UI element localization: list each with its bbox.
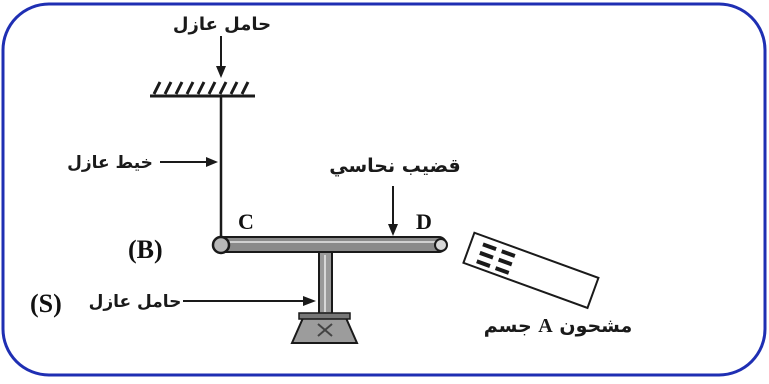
label-point-d: D — [416, 209, 432, 234]
label-charged-body-word1: جسم — [484, 315, 532, 337]
label-point-s: (S) — [30, 289, 62, 318]
label-charged-body: مشحون A جسم — [484, 315, 633, 337]
rod-end-c — [211, 235, 231, 255]
ceiling-support — [150, 81, 255, 98]
copper-rod — [211, 235, 448, 255]
label-point-b: (B) — [128, 235, 163, 264]
arrow-to-ceiling-support — [216, 36, 226, 78]
insulating-stand — [290, 251, 359, 344]
label-charged-body-word2: مشحون — [559, 315, 632, 337]
negative-charges — [476, 242, 516, 275]
label-insulating-thread: خيط عازل — [67, 153, 153, 173]
arrow-to-rod — [388, 186, 398, 236]
arrow-to-thread — [160, 157, 218, 167]
label-copper-rod: قضيب نحاسي — [329, 155, 461, 177]
label-point-c: C — [238, 209, 254, 234]
label-insulating-support-bottom: حامل عازل — [89, 292, 182, 312]
rod-end-d — [434, 238, 448, 252]
label-charged-body-letter: A — [538, 315, 553, 337]
label-insulating-support-top: حامل عازل — [173, 14, 271, 35]
charged-body-a — [462, 231, 600, 310]
arrow-to-stand — [183, 296, 316, 306]
frame-border — [1, 2, 767, 377]
